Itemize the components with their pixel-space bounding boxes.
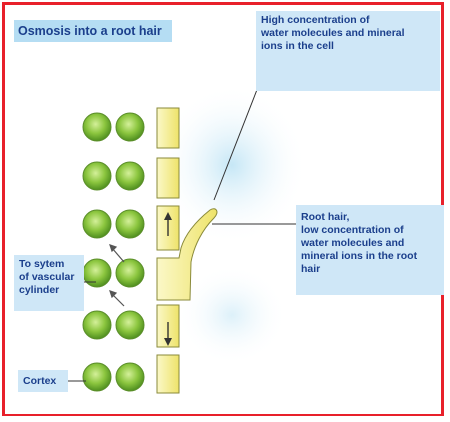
cortex-cell bbox=[83, 259, 111, 287]
cortex-label: Cortex bbox=[18, 370, 68, 392]
cortex-cell bbox=[116, 259, 144, 287]
label-line: water molecules and bbox=[301, 237, 439, 250]
label-line: low concentration of bbox=[301, 224, 439, 237]
cortex-cell bbox=[116, 363, 144, 391]
label-line: Root hair, bbox=[301, 211, 439, 224]
label-line: cylinder bbox=[19, 284, 79, 297]
epidermis-cell bbox=[157, 108, 179, 148]
epidermis-cell bbox=[157, 158, 179, 198]
cortex-cell bbox=[116, 311, 144, 339]
label-line: mineral ions in the root hair bbox=[301, 250, 439, 276]
label-line: ions in the cell bbox=[261, 40, 435, 53]
cortex-cell bbox=[83, 162, 111, 190]
cortex-cells bbox=[83, 113, 144, 391]
cortex-cell bbox=[116, 210, 144, 238]
cortex-cell bbox=[83, 311, 111, 339]
cortex-cell bbox=[83, 210, 111, 238]
cortex-cell bbox=[83, 363, 111, 391]
cortex-cell bbox=[83, 113, 111, 141]
root-hair-label: Root hair, low concentration of water mo… bbox=[296, 205, 444, 295]
cortex-cell bbox=[116, 113, 144, 141]
cell-concentration-label: High concentration of water molecules an… bbox=[256, 11, 440, 91]
epidermis-cell bbox=[157, 355, 179, 393]
vascular-cylinder-label: To sytem of vascular cylinder bbox=[14, 255, 84, 311]
soil-water-area-lower bbox=[177, 265, 287, 365]
cortex-cell bbox=[116, 162, 144, 190]
label-line: water molecules and mineral bbox=[261, 27, 435, 40]
label-line: of vascular bbox=[19, 271, 79, 284]
label-line: To sytem bbox=[19, 258, 79, 271]
label-line: High concentration of bbox=[261, 14, 435, 27]
